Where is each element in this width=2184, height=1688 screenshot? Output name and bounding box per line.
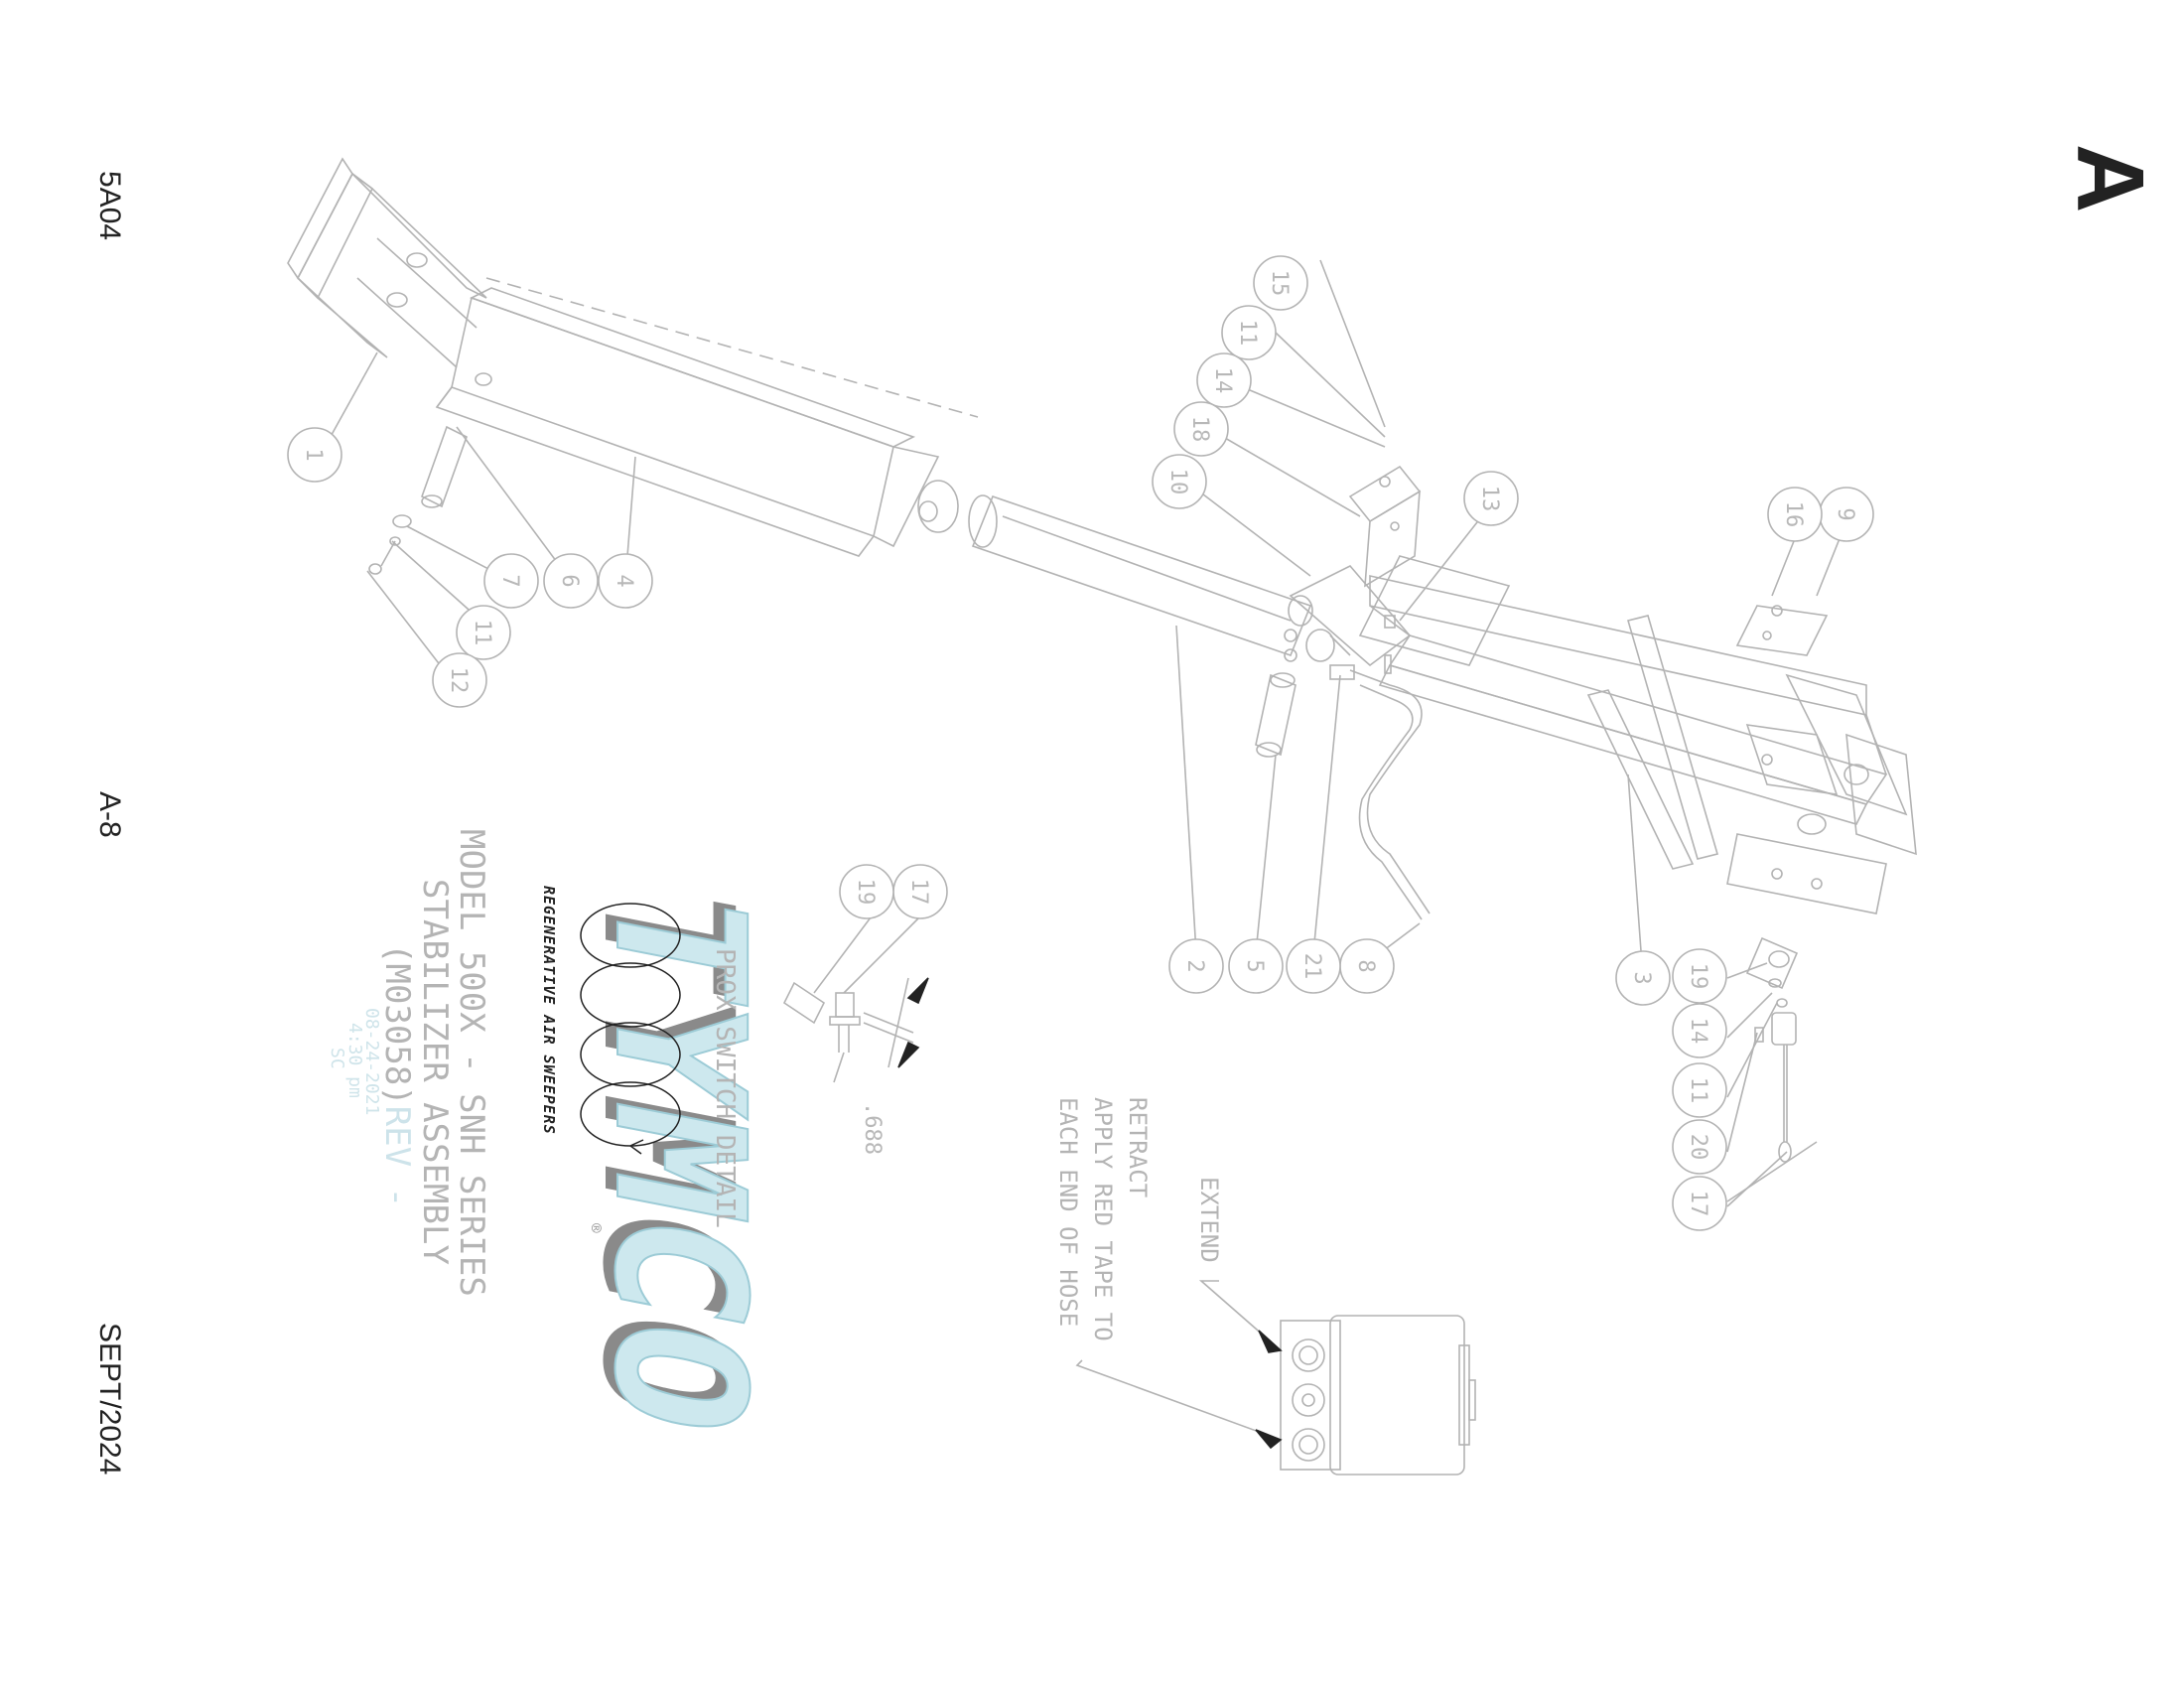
callout-11: 11 xyxy=(1221,305,1277,360)
part-number-line: (M03058)REV - xyxy=(377,943,417,1207)
svg-text:2: 2 xyxy=(1182,959,1207,972)
svg-text:18: 18 xyxy=(1187,416,1212,443)
callout-14: 14 xyxy=(1196,352,1252,408)
cylinder-rod xyxy=(917,480,1312,657)
control-valve xyxy=(1280,1315,1476,1476)
callout-15: 15 xyxy=(1253,255,1308,311)
prox-dimension: .688 xyxy=(860,1102,885,1155)
prox-switch-assembly xyxy=(1745,936,1799,1163)
svg-text:12: 12 xyxy=(446,667,471,694)
model-line: MODEL 500X - SNH SERIES xyxy=(452,829,491,1297)
callout-11: 11 xyxy=(1672,1062,1727,1118)
upper-bracket xyxy=(1348,465,1511,674)
callout-17: 17 xyxy=(892,864,948,919)
retract-note: RETRACT xyxy=(1124,1097,1152,1198)
svg-text:11: 11 xyxy=(470,620,494,646)
callout-3: 3 xyxy=(1615,950,1671,1006)
svg-text:4: 4 xyxy=(612,574,636,587)
svg-text:19: 19 xyxy=(1686,963,1710,990)
svg-text:10: 10 xyxy=(1165,469,1190,495)
initials: SC xyxy=(327,1048,347,1069)
registered-mark: ® xyxy=(587,1223,606,1233)
callout-10: 10 xyxy=(1152,454,1207,509)
callout-8: 8 xyxy=(1339,938,1395,994)
prox-switch-detail xyxy=(782,977,914,1083)
part-number: (M03058) xyxy=(377,943,417,1106)
pin-washer-stack xyxy=(368,425,468,575)
svg-text:5: 5 xyxy=(1242,959,1267,972)
callout-4: 4 xyxy=(598,553,653,609)
extend-note: EXTEND xyxy=(1195,1177,1223,1263)
tape-note-line2: EACH END OF HOSE xyxy=(1054,1097,1082,1328)
callout-12: 12 xyxy=(432,652,487,708)
hydraulic-hose xyxy=(1329,664,1431,920)
tymco-logo: TYMCO TYMCO ® REGENERATIVE AIR SWEEPERS xyxy=(540,886,783,1433)
svg-text:6: 6 xyxy=(557,574,582,587)
callout-13: 13 xyxy=(1463,471,1519,526)
callout-17: 17 xyxy=(1672,1176,1727,1231)
time-stamp: 4:30 pm xyxy=(344,1023,365,1098)
mounting-plates xyxy=(1586,605,1829,870)
svg-text:19: 19 xyxy=(853,879,878,906)
prox-switch-detail-label: PROX SWITCH DETAIL xyxy=(710,948,740,1228)
callout-20: 20 xyxy=(1672,1119,1727,1175)
logo-text: TYMCO xyxy=(575,894,782,1432)
callout-6: 6 xyxy=(543,553,599,609)
svg-text:17: 17 xyxy=(906,879,931,906)
callout-5: 5 xyxy=(1228,938,1284,994)
svg-text:15: 15 xyxy=(1267,270,1292,297)
leader-lines xyxy=(327,259,1847,1441)
svg-text:20: 20 xyxy=(1686,1134,1710,1161)
callout-2: 2 xyxy=(1168,938,1224,994)
callout-11: 11 xyxy=(456,605,511,660)
svg-text:14: 14 xyxy=(1210,367,1235,394)
callout-1: 1 xyxy=(287,427,342,483)
svg-text:21: 21 xyxy=(1299,953,1324,980)
svg-text:17: 17 xyxy=(1686,1191,1710,1217)
logo-shadow: TYMCO xyxy=(563,886,770,1424)
svg-text:13: 13 xyxy=(1477,486,1502,512)
stabilizer-arm xyxy=(1284,565,1888,825)
callout-21: 21 xyxy=(1286,938,1341,994)
svg-text:1: 1 xyxy=(301,448,326,461)
callout-7: 7 xyxy=(483,553,539,609)
svg-text:3: 3 xyxy=(1629,971,1654,984)
svg-text:8: 8 xyxy=(1353,959,1378,972)
svg-text:16: 16 xyxy=(1781,501,1806,528)
revision: REV - xyxy=(377,1105,417,1208)
mounting-bracket xyxy=(287,157,487,368)
cylinder-housing xyxy=(435,277,979,557)
frame-end xyxy=(1726,673,1917,914)
logo-tagline: REGENERATIVE AIR SWEEPERS xyxy=(540,886,558,1135)
tape-note-line1: APPLY RED TAPE TO xyxy=(1089,1097,1117,1341)
callout-9: 9 xyxy=(1819,487,1874,542)
callout-18: 18 xyxy=(1173,401,1229,457)
callout-14: 14 xyxy=(1672,1003,1727,1058)
callout-19: 19 xyxy=(1672,948,1727,1004)
svg-text:11: 11 xyxy=(1686,1077,1710,1104)
svg-text:7: 7 xyxy=(497,574,522,587)
svg-text:9: 9 xyxy=(1833,507,1857,520)
svg-text:11: 11 xyxy=(1235,320,1260,347)
arm-pin xyxy=(1255,672,1297,758)
assembly-line: STABILIZER ASSEMBLY xyxy=(415,879,455,1265)
callout-16: 16 xyxy=(1767,487,1823,542)
callout-19: 19 xyxy=(839,864,894,919)
svg-text:14: 14 xyxy=(1686,1018,1710,1045)
